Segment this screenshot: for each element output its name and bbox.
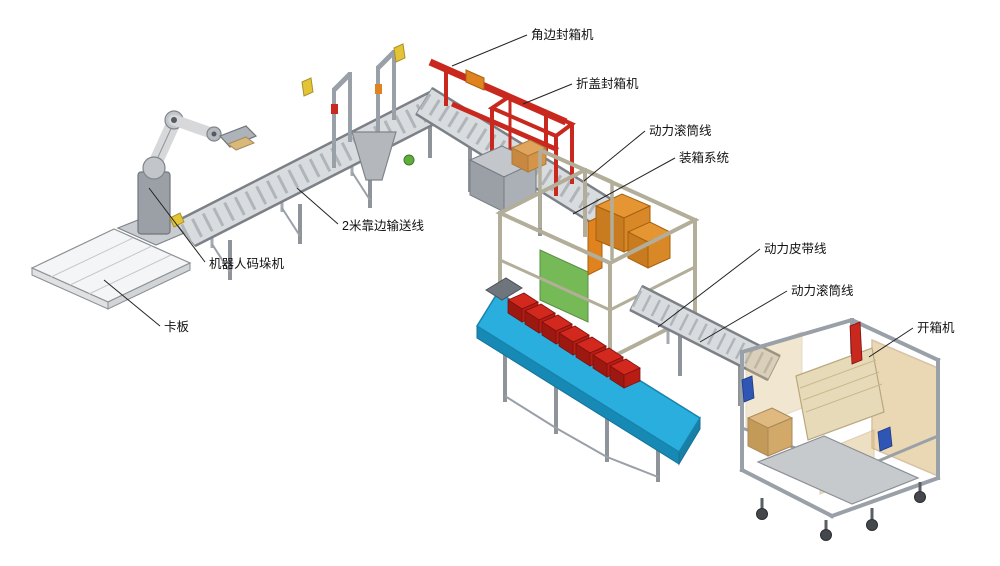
erector-bottom-beam bbox=[739, 467, 835, 519]
erector-blank-line bbox=[805, 383, 883, 413]
belt-brace bbox=[606, 456, 659, 478]
green-indicator bbox=[403, 154, 415, 166]
pallet-board-line bbox=[50, 237, 134, 278]
erector-mid-beam bbox=[875, 434, 939, 464]
erector-platform bbox=[756, 435, 920, 505]
label-roller-line-1: 动力滚筒线 bbox=[649, 123, 712, 138]
yellow-cylinder bbox=[393, 43, 406, 63]
robot-pedestal bbox=[137, 171, 171, 235]
label-roller-line-2: 动力滚筒线 bbox=[791, 283, 854, 298]
conveyor-2m-rail-far bbox=[174, 90, 431, 224]
robot-shoulder-joint bbox=[142, 156, 166, 180]
label-erector: 开箱机 bbox=[917, 320, 955, 335]
leader-roller-line-1 bbox=[583, 130, 646, 182]
pallet-edge-right bbox=[107, 262, 191, 310]
robot-gripper bbox=[218, 125, 258, 148]
pallet-board-line bbox=[88, 254, 172, 295]
erector-blank-line bbox=[799, 359, 877, 389]
leader-conveyor-2m bbox=[296, 187, 339, 225]
corner-sealer-head bbox=[465, 69, 485, 91]
conveyor-2m-brace bbox=[211, 243, 231, 273]
robot-elbow-cap bbox=[171, 117, 177, 123]
conveyor-2m-rail-near bbox=[194, 114, 451, 248]
packer-mid-beam bbox=[499, 258, 611, 312]
pallet bbox=[30, 228, 192, 310]
conveyor-2m-brace bbox=[281, 207, 301, 237]
label-conveyor-2m: 2米靠边输送线 bbox=[342, 218, 424, 233]
label-case-packer: 装箱系统 bbox=[679, 150, 729, 165]
leader-robot bbox=[148, 187, 206, 263]
belt-head-motor bbox=[485, 277, 523, 301]
leader-case-packer bbox=[572, 157, 676, 215]
gantry-beam bbox=[332, 72, 352, 92]
packer-green-panel bbox=[539, 249, 589, 323]
erector-blank-line bbox=[802, 371, 880, 401]
belt-brace bbox=[504, 395, 557, 429]
yellow-cylinder bbox=[301, 77, 314, 97]
label-flap-sealer: 折盖封箱机 bbox=[576, 76, 639, 91]
belt-brace bbox=[555, 427, 608, 458]
roller2-rail-far bbox=[641, 284, 781, 358]
caster-wheel bbox=[914, 491, 926, 503]
gantry-orange-clamp bbox=[375, 84, 382, 94]
labels: 角边封箱机 折盖封箱机 动力滚筒线 装箱系统 动力皮带线 动力滚筒线 开箱机 2… bbox=[164, 27, 955, 335]
belt-conveyor bbox=[475, 277, 702, 482]
roller2-rail-near bbox=[629, 308, 769, 382]
caster-wheel bbox=[756, 508, 768, 520]
erector-red-bar bbox=[849, 321, 863, 365]
erector-blue-part bbox=[741, 375, 755, 403]
caster-wheel bbox=[866, 519, 878, 531]
carton-erector bbox=[739, 317, 941, 541]
flap-sealer bbox=[468, 93, 576, 213]
packer-mid-beam bbox=[609, 265, 696, 312]
label-corner-sealer: 角边封箱机 bbox=[531, 27, 594, 42]
leader-erector bbox=[868, 327, 914, 358]
label-robot: 机器人码垛机 bbox=[209, 256, 285, 271]
erector-blue-part bbox=[877, 426, 893, 452]
packer-upper-beam bbox=[539, 148, 613, 184]
conveyor-2m bbox=[169, 90, 451, 280]
glue-hopper bbox=[351, 131, 397, 181]
conveyor-2m-brace bbox=[351, 171, 371, 201]
label-belt-line: 动力皮带线 bbox=[764, 242, 827, 256]
leader-corner-sealer bbox=[451, 34, 528, 67]
robot-gripped-carton bbox=[226, 136, 256, 151]
leader-belt-line bbox=[657, 248, 761, 328]
robot-wrist-cap bbox=[211, 131, 217, 137]
belt-red-boxes bbox=[507, 292, 641, 389]
gantry-beam bbox=[376, 50, 396, 70]
leader-lines bbox=[103, 34, 914, 358]
label-pallet: 卡板 bbox=[164, 320, 190, 334]
leader-pallet bbox=[103, 279, 161, 327]
corner-sealer-lower-rail bbox=[451, 101, 559, 153]
pallet-board-line bbox=[69, 245, 153, 286]
caster-wheel bbox=[820, 529, 832, 541]
erector-blank-stack bbox=[795, 347, 885, 441]
erector-carton-side bbox=[767, 417, 793, 457]
conveyor-2m-end-cap bbox=[169, 212, 185, 228]
leader-flap-sealer bbox=[522, 83, 573, 105]
carton-on-line bbox=[510, 139, 548, 173]
gantry-red-clamp bbox=[331, 104, 338, 114]
leader-roller-line-2 bbox=[699, 290, 788, 343]
